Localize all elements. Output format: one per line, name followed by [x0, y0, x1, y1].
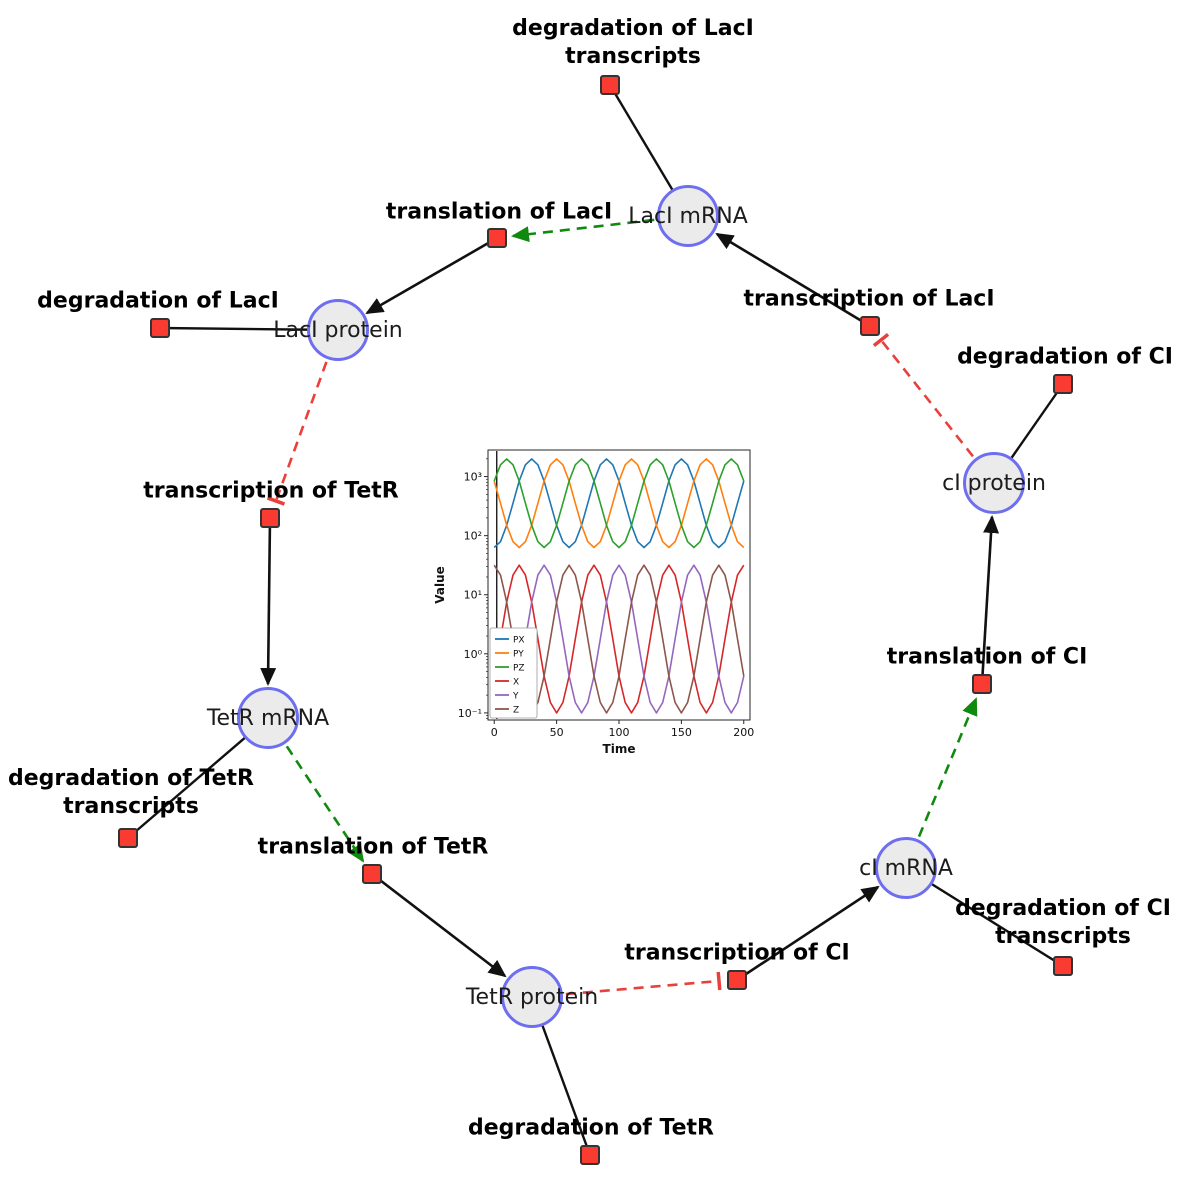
species-node-tetr-mrna: TetR mRNA: [207, 687, 329, 749]
edge-ci-protein-inhibits-transcription-laci: [872, 333, 996, 484]
edge-tetr-protein-inhibits-transcription-ci: [531, 971, 722, 999]
legend-label-Z: Z: [513, 706, 519, 716]
reaction-label-translation-laci: translation of LacI: [385, 199, 613, 225]
species-node-laci-protein: LacI protein: [273, 299, 403, 361]
reaction-node-translation-laci: [487, 228, 507, 248]
series-line-PY: [493, 458, 745, 549]
edge-translation-ci-to-ci-protein: [980, 515, 1000, 685]
series-line-PZ: [493, 458, 745, 549]
y-axis-label: Value: [433, 566, 447, 604]
y-tick-label: 10²: [464, 530, 482, 543]
edge-transcription-laci-to-laci-mrna: [715, 232, 871, 328]
y-tick-label: 10⁻¹: [458, 707, 482, 720]
edge-translation-tetr-to-tetr-protein: [371, 872, 507, 978]
reaction-label-deg-ci-transcripts: degradation of CI transcripts: [955, 896, 1171, 949]
x-tick-label: 150: [671, 726, 692, 739]
reaction-node-translation-ci: [972, 674, 992, 694]
reaction-label-translation-tetr: translation of TetR: [257, 834, 489, 860]
reaction-label-deg-laci: degradation of LacI: [37, 288, 279, 314]
reaction-label-deg-ci: degradation of CI: [957, 344, 1173, 370]
species-label-ci-protein: cI protein: [942, 470, 1046, 496]
species-label-laci-mrna: LacI mRNA: [628, 203, 748, 229]
edge-laci-protein-inhibits-transcription-tetr: [266, 329, 340, 506]
species-label-laci-protein: LacI protein: [273, 317, 403, 343]
x-tick-label: 200: [733, 726, 754, 739]
reaction-label-translation-ci: translation of CI: [886, 644, 1088, 670]
reaction-label-transcription-laci: transcription of LacI: [743, 286, 995, 312]
reaction-label-deg-tetr: degradation of TetR: [467, 1115, 715, 1141]
reaction-node-deg-tetr-transcripts: [118, 828, 138, 848]
reaction-node-transcription-tetr: [260, 508, 280, 528]
reaction-label-transcription-ci: transcription of CI: [624, 940, 850, 966]
reaction-label-transcription-tetr: transcription of TetR: [143, 478, 399, 504]
species-label-tetr-protein: TetR protein: [465, 984, 599, 1010]
reaction-node-deg-tetr: [580, 1145, 600, 1165]
reaction-node-deg-ci-transcripts: [1053, 956, 1073, 976]
series-line-Y: [493, 564, 745, 714]
reaction-node-transcription-ci: [727, 970, 747, 990]
edge-transcription-tetr-to-tetr-mrna: [260, 517, 277, 686]
reaction-node-deg-ci: [1053, 374, 1073, 394]
reaction-node-deg-laci-transcripts: [600, 75, 620, 95]
reaction-label-deg-laci-transcripts: degradation of LacI transcripts: [512, 16, 754, 69]
species-label-tetr-mrna: TetR mRNA: [206, 705, 330, 731]
species-node-ci-mrna: cI mRNA: [859, 837, 953, 899]
reaction-node-transcription-laci: [860, 316, 880, 336]
x-tick-label: 0: [491, 726, 498, 739]
legend-label-X: X: [513, 678, 519, 688]
legend-label-PZ: PZ: [513, 664, 525, 674]
edge-tetr-mrna-to-translation: [266, 717, 365, 863]
species-node-tetr-protein: TetR protein: [466, 966, 598, 1028]
edge-laci-mrna-to-translation: [511, 214, 689, 243]
edge-transcription-ci-to-ci-mrna: [736, 885, 880, 982]
legend-label-Y: Y: [512, 692, 519, 702]
legend-label-PX: PX: [513, 636, 525, 646]
x-tick-label: 50: [550, 726, 564, 739]
y-tick-label: 10¹: [464, 589, 482, 602]
y-tick-label: 10³: [464, 471, 482, 484]
reaction-node-deg-laci: [150, 318, 170, 338]
reaction-node-translation-tetr: [362, 864, 382, 884]
y-tick-label: 10⁰: [464, 648, 483, 661]
x-tick-label: 100: [609, 726, 630, 739]
edge-ci-mrna-to-translation: [904, 697, 978, 869]
edge-translation-laci-to-laci-protein: [365, 236, 498, 315]
species-label-ci-mrna: cI mRNA: [859, 855, 953, 881]
species-node-ci-protein: cI protein: [942, 452, 1046, 514]
species-node-laci-mrna: LacI mRNA: [628, 185, 748, 247]
reaction-label-deg-tetr-transcripts: degradation of TetR transcripts: [7, 766, 254, 819]
legend-label-PY: PY: [513, 650, 524, 660]
x-axis-label: Time: [603, 742, 636, 756]
